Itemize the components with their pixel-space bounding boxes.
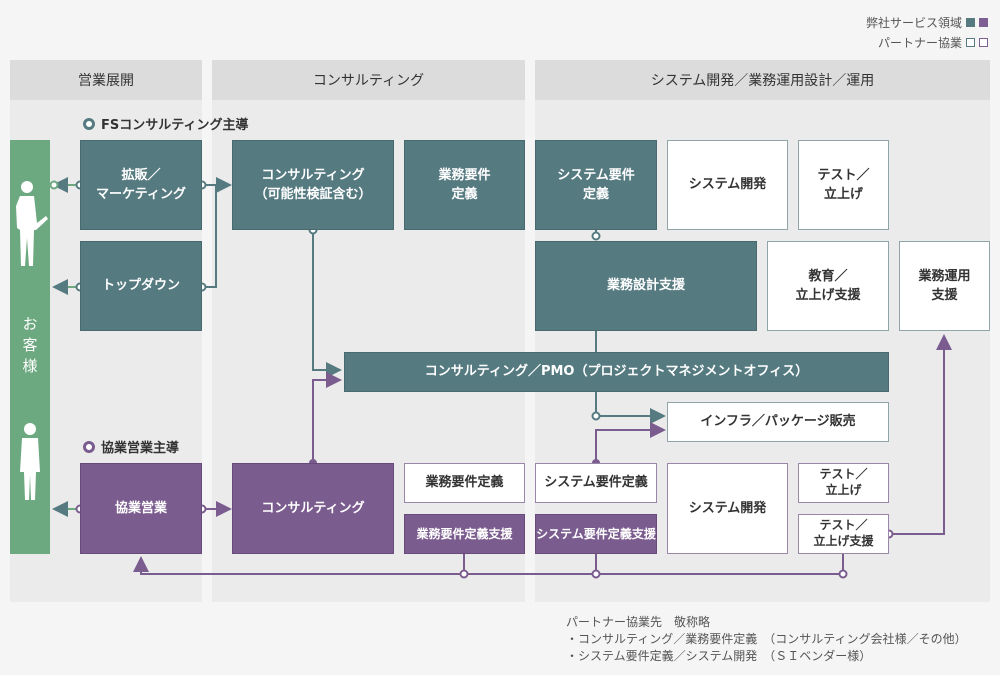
box-pmo: コンサルティング／PMO（プロジェクトマネジメントオフィス） bbox=[344, 352, 889, 392]
box-p-sys-req: システム要件定義 bbox=[535, 463, 657, 503]
section-fs: FSコンサルティング主導 bbox=[83, 114, 248, 133]
box-partner-sales: 協業営業 bbox=[80, 463, 202, 554]
note-line-2: ・システム要件定義／システム開発 （ＳＩベンダー様） bbox=[566, 649, 872, 663]
column-header-consulting: コンサルティング bbox=[212, 60, 525, 100]
box-consulting-poc: コンサルティング （可能性検証含む） bbox=[232, 140, 394, 230]
box-p-test: テスト／ 立上げ bbox=[798, 463, 889, 503]
box-p-sys-req-support: システム要件定義支援 bbox=[535, 514, 657, 554]
box-p-biz-req: 業務要件定義 bbox=[404, 463, 525, 503]
section-fs-label: FSコンサルティング主導 bbox=[101, 118, 249, 133]
person-icon bbox=[20, 423, 40, 500]
box-p-sys-dev: システム開発 bbox=[667, 463, 788, 554]
legend-partner: パートナー協業 bbox=[878, 34, 988, 51]
section-partner-label: 協業営業主導 bbox=[101, 441, 180, 456]
box-test: テスト／ 立上げ bbox=[798, 140, 889, 230]
box-biz-design: 業務設計支援 bbox=[535, 241, 757, 331]
note-line-1: ・コンサルティング／業務要件定義 （コンサルティング会社様／その他） bbox=[566, 632, 967, 646]
ring-icon bbox=[83, 440, 95, 453]
ring-icon bbox=[83, 117, 95, 130]
legend-teal-swatch bbox=[966, 18, 975, 27]
box-topdown: トップダウン bbox=[80, 241, 202, 331]
box-sys-req: システム要件 定義 bbox=[535, 140, 657, 230]
legend-partner-label: パートナー協業 bbox=[877, 36, 962, 50]
legend-purple-swatch bbox=[979, 18, 988, 27]
box-biz-req: 業務要件 定義 bbox=[404, 140, 525, 230]
box-partner-consulting: コンサルティング bbox=[232, 463, 394, 554]
box-p-biz-req-support: 業務要件定義支援 bbox=[404, 514, 525, 554]
column-header-system: システム開発／業務運用設計／運用 bbox=[535, 60, 990, 100]
person-icon bbox=[16, 181, 48, 266]
column-header-sales: 営業展開 bbox=[10, 60, 202, 100]
legend-outline-purple-swatch bbox=[979, 38, 988, 47]
box-sys-dev: システム開発 bbox=[667, 140, 788, 230]
legend-outline-teal-swatch bbox=[966, 38, 975, 47]
box-ops: 業務運用 支援 bbox=[899, 241, 990, 331]
box-infra: インフラ／パッケージ販売 bbox=[667, 402, 889, 442]
box-edu: 教育／ 立上げ支援 bbox=[767, 241, 889, 331]
box-sales-marketing: 拡販／ マーケティング bbox=[80, 140, 202, 230]
customer-label: お客様 bbox=[20, 315, 39, 379]
legend-own: 弊社サービス領域 bbox=[866, 14, 988, 31]
box-p-test-support: テスト／ 立上げ支援 bbox=[798, 514, 889, 554]
legend-own-label: 弊社サービス領域 bbox=[865, 16, 962, 30]
note-title: パートナー協業先 敬称略 bbox=[566, 615, 711, 629]
section-partner: 協業営業主導 bbox=[83, 437, 179, 456]
